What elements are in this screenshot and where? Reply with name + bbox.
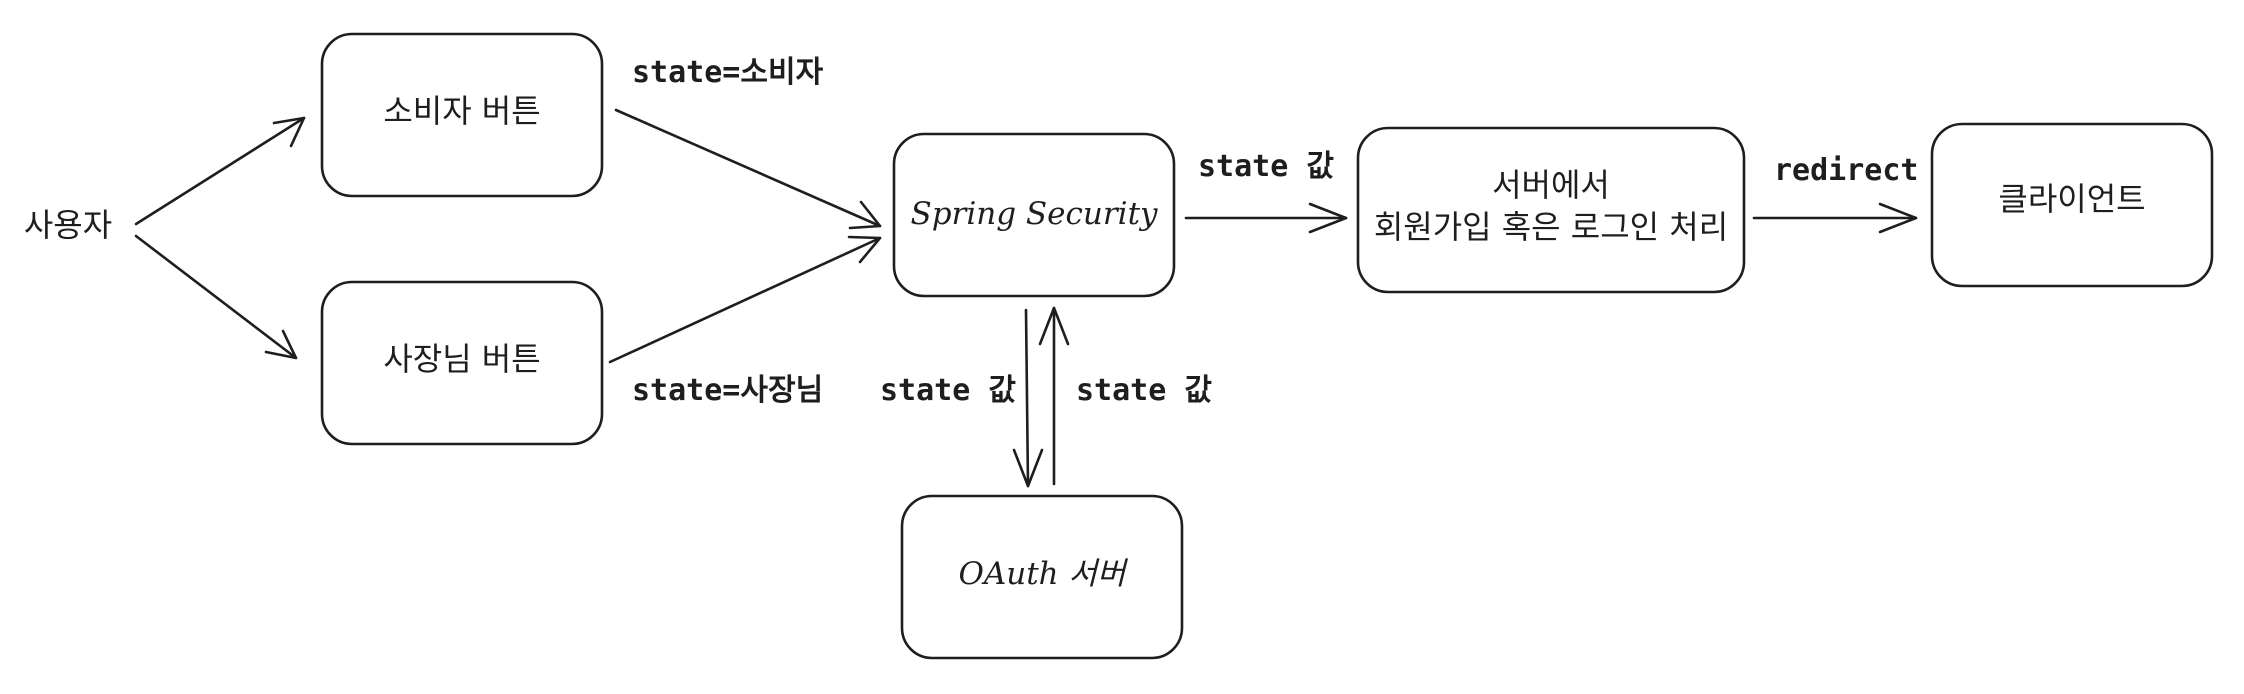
node-oauth-server-box xyxy=(900,494,1184,660)
node-oauth-server-label: OAuth 서버 xyxy=(958,556,1129,592)
node-server-processing-box xyxy=(1356,126,1746,294)
node-spring-security: Spring Security xyxy=(892,132,1176,298)
edge-server-to-client xyxy=(1752,202,1918,234)
node-consumer-button-box xyxy=(320,32,604,198)
node-server-processing-line2: 회원가입 혹은 로그인 처리 xyxy=(1374,208,1728,246)
node-consumer-button-label: 소비자 버튼 xyxy=(383,92,540,130)
edge-spring-to-oauth-arrowhead xyxy=(1012,448,1044,488)
edge-spring-to-oauth xyxy=(1012,308,1044,488)
edge-user-to-consumer-line xyxy=(134,116,306,226)
edge-user-to-owner-line xyxy=(134,234,298,360)
edge-owner-to-spring xyxy=(608,235,882,364)
edge-label-consumer-state: state=소비자 xyxy=(632,55,824,90)
edge-label-redirect: redirect xyxy=(1774,153,1919,188)
edge-consumer-to-spring xyxy=(614,108,882,230)
edge-user-to-owner xyxy=(134,234,298,360)
node-consumer-button: 소비자 버튼 xyxy=(320,32,604,198)
edge-spring-to-oauth-line xyxy=(1024,308,1030,488)
edge-owner-to-spring-arrowhead xyxy=(847,235,882,264)
node-client-box xyxy=(1930,122,2214,288)
edge-label-to-oauth: state 값 xyxy=(880,373,1016,408)
node-server-processing: 서버에서 회원가입 혹은 로그인 처리 xyxy=(1356,126,1746,294)
edge-consumer-to-spring-line xyxy=(614,108,882,228)
node-oauth-server: OAuth 서버 xyxy=(900,494,1184,660)
edge-label-owner-state: state=사장님 xyxy=(632,373,823,408)
node-server-processing-line1: 서버에서 xyxy=(1492,166,1610,204)
edge-user-to-owner-arrowhead xyxy=(264,329,298,360)
edge-user-to-consumer-arrowhead xyxy=(272,116,306,148)
node-client-label: 클라이언트 xyxy=(1998,180,2145,218)
edge-oauth-to-spring-arrowhead xyxy=(1038,306,1070,346)
edge-oauth-to-spring xyxy=(1038,306,1070,486)
node-spring-security-box xyxy=(892,132,1176,298)
edge-server-to-client-arrowhead xyxy=(1878,202,1918,234)
node-user: 사용자 xyxy=(24,206,112,244)
edge-label-from-oauth: state 값 xyxy=(1076,373,1212,408)
edge-consumer-to-spring-arrowhead xyxy=(848,200,882,230)
edge-label-to-server: state 값 xyxy=(1198,149,1334,184)
node-owner-button-label: 사장님 버튼 xyxy=(383,340,540,378)
node-client: 클라이언트 xyxy=(1930,122,2214,288)
node-owner-button: 사장님 버튼 xyxy=(320,280,604,446)
edge-user-to-consumer xyxy=(134,116,306,226)
edge-spring-to-server-arrowhead xyxy=(1308,202,1348,234)
edge-owner-to-spring-line xyxy=(608,236,882,364)
node-spring-security-label: Spring Security xyxy=(910,196,1158,232)
edge-spring-to-server xyxy=(1184,202,1348,234)
node-owner-button-box xyxy=(320,280,604,446)
